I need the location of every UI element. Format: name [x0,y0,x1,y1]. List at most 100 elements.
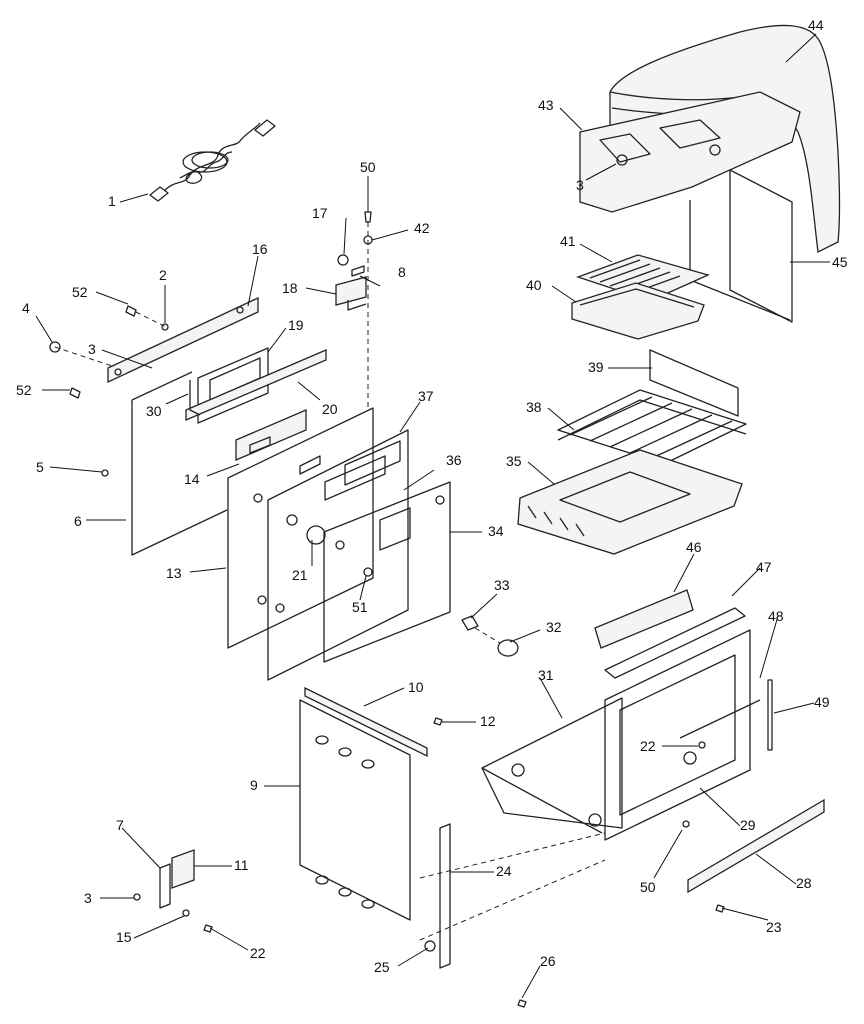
callout-41: 41 [560,233,576,249]
part-50-screw-top [364,211,372,223]
part-32-knob [497,639,519,657]
part-10-top-strip [304,686,428,758]
screw-15 [182,909,190,917]
callout-13: 13 [166,565,182,581]
part-6-side-panel [131,371,228,556]
callout-3-lower: 3 [84,890,92,906]
screw-52a [125,305,137,317]
callout-1: 1 [108,193,116,209]
screw-3-lower [133,893,141,901]
part-37-inner-panel [267,429,409,681]
part-8-clip [351,265,365,277]
callout-22-right: 22 [640,738,656,754]
part-48-rod [679,699,761,739]
screw-2 [161,323,169,331]
part-46-insulation [594,589,694,649]
screw-23 [715,904,725,913]
callout-21: 21 [292,567,308,583]
callout-numbers: 1 52 2 16 4 3 19 52 20 30 5 14 6 13 21 5… [16,17,848,975]
callout-23: 23 [766,919,782,935]
screw-51 [363,567,373,577]
part-38-oven-rack [557,389,747,465]
callout-6: 6 [74,513,82,529]
callout-18: 18 [282,280,298,296]
callout-33: 33 [494,577,510,593]
callout-20: 20 [322,401,338,417]
callout-12: 12 [480,713,496,729]
callout-49: 49 [814,694,830,710]
callout-32: 32 [546,619,562,635]
part-34-oven-front [323,481,451,663]
callout-14: 14 [184,471,200,487]
part-11-hinge [171,849,195,889]
callout-28: 28 [796,875,812,891]
screw-22-right [698,741,706,749]
callout-22-lower: 22 [250,945,266,961]
part-28-kick-plate [687,798,825,894]
part-16-trim-bracket [107,296,259,384]
part-13-front-frame [227,407,374,649]
part-40-broiler-pan [571,282,705,340]
screw-26 [517,999,527,1008]
callout-52-top: 52 [72,284,88,300]
callout-19: 19 [288,317,304,333]
callout-51: 51 [352,599,368,615]
callout-15: 15 [116,929,132,945]
callout-31: 31 [538,667,554,683]
part-1-power-cord [149,119,276,202]
callout-48: 48 [768,608,784,624]
part-49-trim-rod [767,679,773,751]
part-33-knob-stem [461,615,479,631]
callout-40: 40 [526,277,542,293]
callout-9: 9 [250,777,258,793]
part-24-side-strip [439,823,451,969]
part-35-oven-bottom [517,449,743,555]
part-18-bracket [335,276,367,311]
callout-52-bottom: 52 [16,382,32,398]
screw-52b [69,387,81,399]
callout-34: 34 [488,523,504,539]
callout-26: 26 [540,953,556,969]
leader-lines [35,33,830,999]
callout-45: 45 [832,254,848,270]
callout-3-left: 3 [88,341,96,357]
callout-10: 10 [408,679,424,695]
part-31-oven-base [481,697,697,834]
callout-46: 46 [686,539,702,555]
callout-2: 2 [159,267,167,283]
callout-5: 5 [36,459,44,475]
part-21-knob [306,525,326,545]
part-39-shield [649,349,739,417]
screw-4 [49,341,61,353]
callout-7: 7 [116,817,124,833]
callout-29: 29 [740,817,756,833]
screw-22-lower [203,924,213,933]
screw-12 [433,717,443,726]
callout-4: 4 [22,300,30,316]
callout-35: 35 [506,453,522,469]
callout-47: 47 [756,559,772,575]
callout-42: 42 [414,220,430,236]
callout-17: 17 [312,205,328,221]
callout-50-top: 50 [360,159,376,175]
part-20-trim-strip [185,349,327,421]
callout-37: 37 [418,388,434,404]
callout-43: 43 [538,97,554,113]
callout-44: 44 [808,17,824,33]
callout-38: 38 [526,399,542,415]
part-47-door-trim [604,607,746,679]
part-14-switch-plate [235,409,307,461]
part-30-switch-bracket [189,380,201,416]
part-7-bracket [159,863,171,909]
callout-50-lower: 50 [640,879,656,895]
screw-5 [101,469,109,477]
callout-36: 36 [446,452,462,468]
screw-50-lower [682,820,690,828]
callout-11: 11 [234,857,249,873]
callout-8: 8 [398,264,406,280]
part-43-burner-box [579,91,801,213]
callout-25: 25 [374,959,390,975]
callout-16: 16 [252,241,268,257]
callout-3-top: 3 [576,177,584,193]
